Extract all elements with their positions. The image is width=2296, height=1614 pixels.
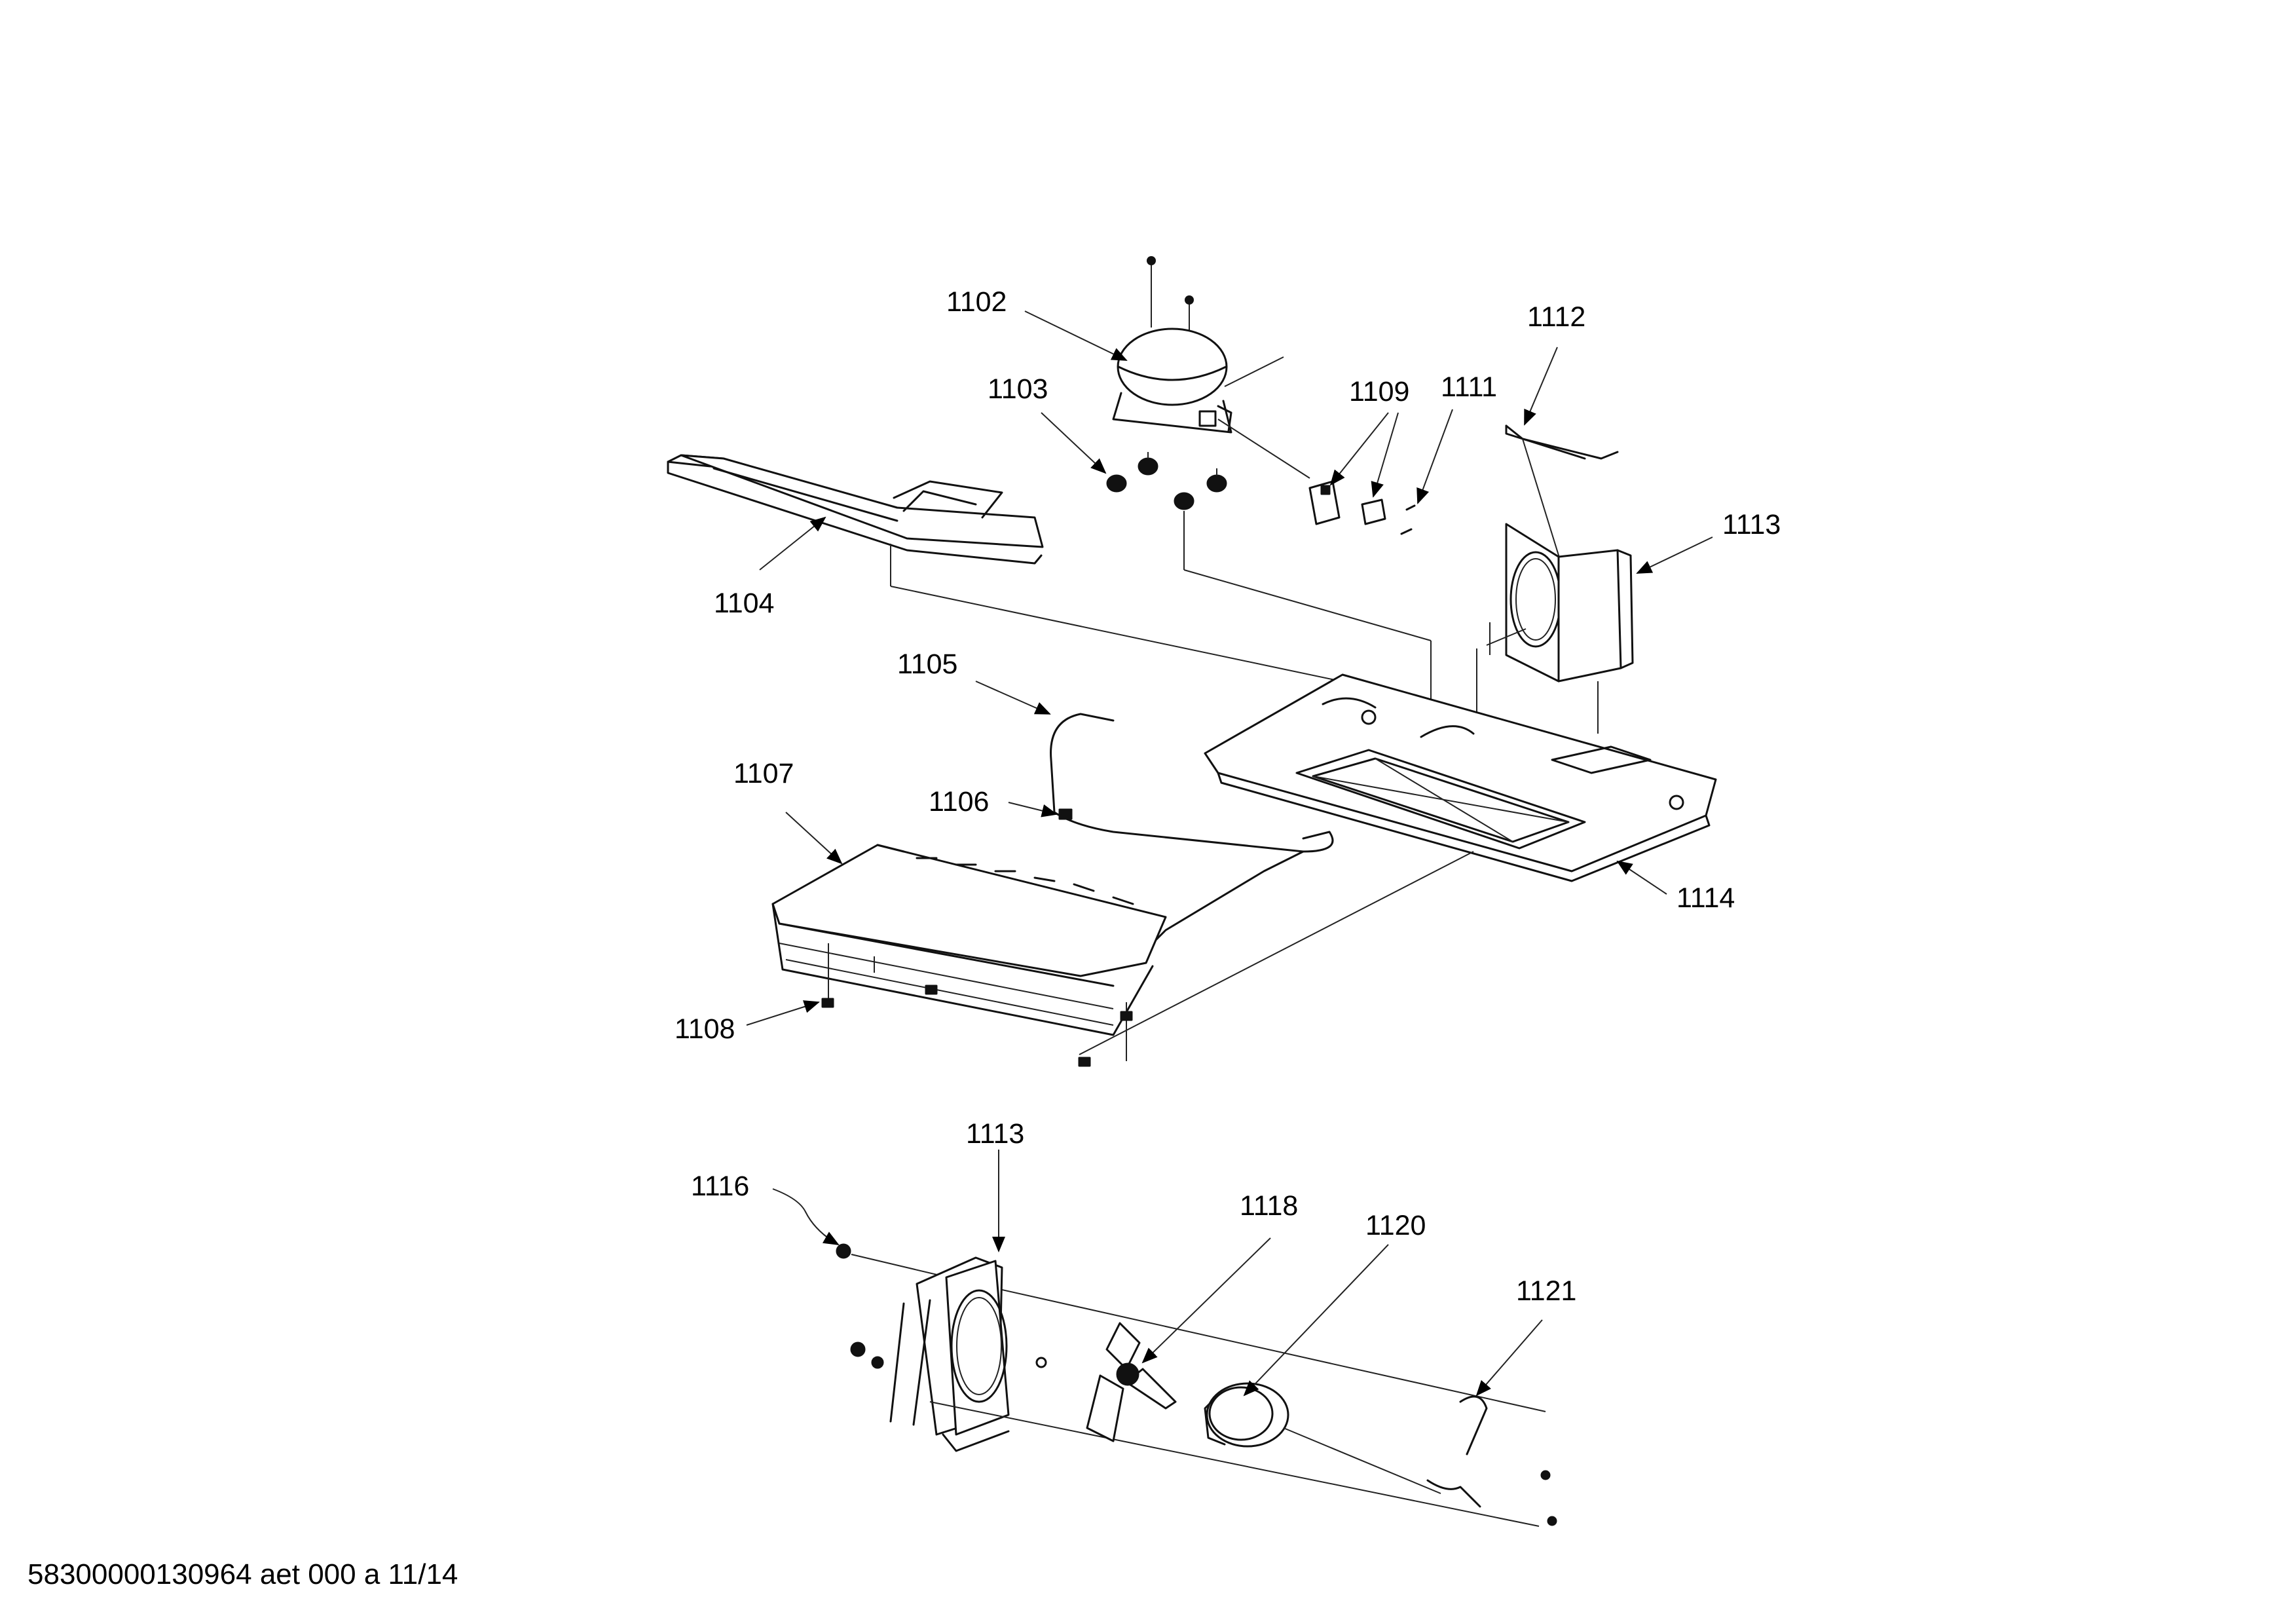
- grommets-drawing: [1106, 452, 1432, 734]
- label-1102: 1102: [946, 286, 1007, 318]
- label-1111: 1111: [1441, 371, 1497, 403]
- label-1118: 1118: [1240, 1190, 1298, 1222]
- evaporator-drawing: [771, 844, 1474, 1067]
- label-1114: 1114: [1676, 882, 1735, 914]
- label-1103: 1103: [988, 373, 1048, 405]
- label-1106: 1106: [929, 786, 989, 817]
- label-1112: 1112: [1527, 301, 1585, 333]
- fan-shroud-top-drawing: [1476, 424, 1634, 734]
- leader-lines: [746, 310, 1713, 1397]
- label-1109: 1109: [1349, 376, 1409, 407]
- relay-drawing: [1308, 480, 1416, 535]
- label-1120: 1120: [1365, 1210, 1426, 1241]
- document-reference: 58300000130964 aet 000 a 11/14: [28, 1558, 458, 1590]
- lower-fan-assembly-drawing: [836, 1243, 1557, 1527]
- base-plate-drawing: [1204, 673, 1717, 882]
- label-1104: 1104: [714, 588, 774, 619]
- label-1116: 1116: [691, 1171, 749, 1202]
- label-1121: 1121: [1516, 1275, 1576, 1307]
- drain-tray-drawing: [667, 454, 1435, 702]
- label-1113-top: 1113: [1722, 509, 1781, 540]
- label-1108: 1108: [675, 1013, 735, 1045]
- label-1105: 1105: [897, 648, 957, 680]
- heater-tube-drawing: [1050, 713, 1334, 945]
- compressor-drawing: [1112, 256, 1310, 479]
- label-1113-bottom: 1113: [966, 1118, 1024, 1150]
- label-1107: 1107: [733, 758, 794, 789]
